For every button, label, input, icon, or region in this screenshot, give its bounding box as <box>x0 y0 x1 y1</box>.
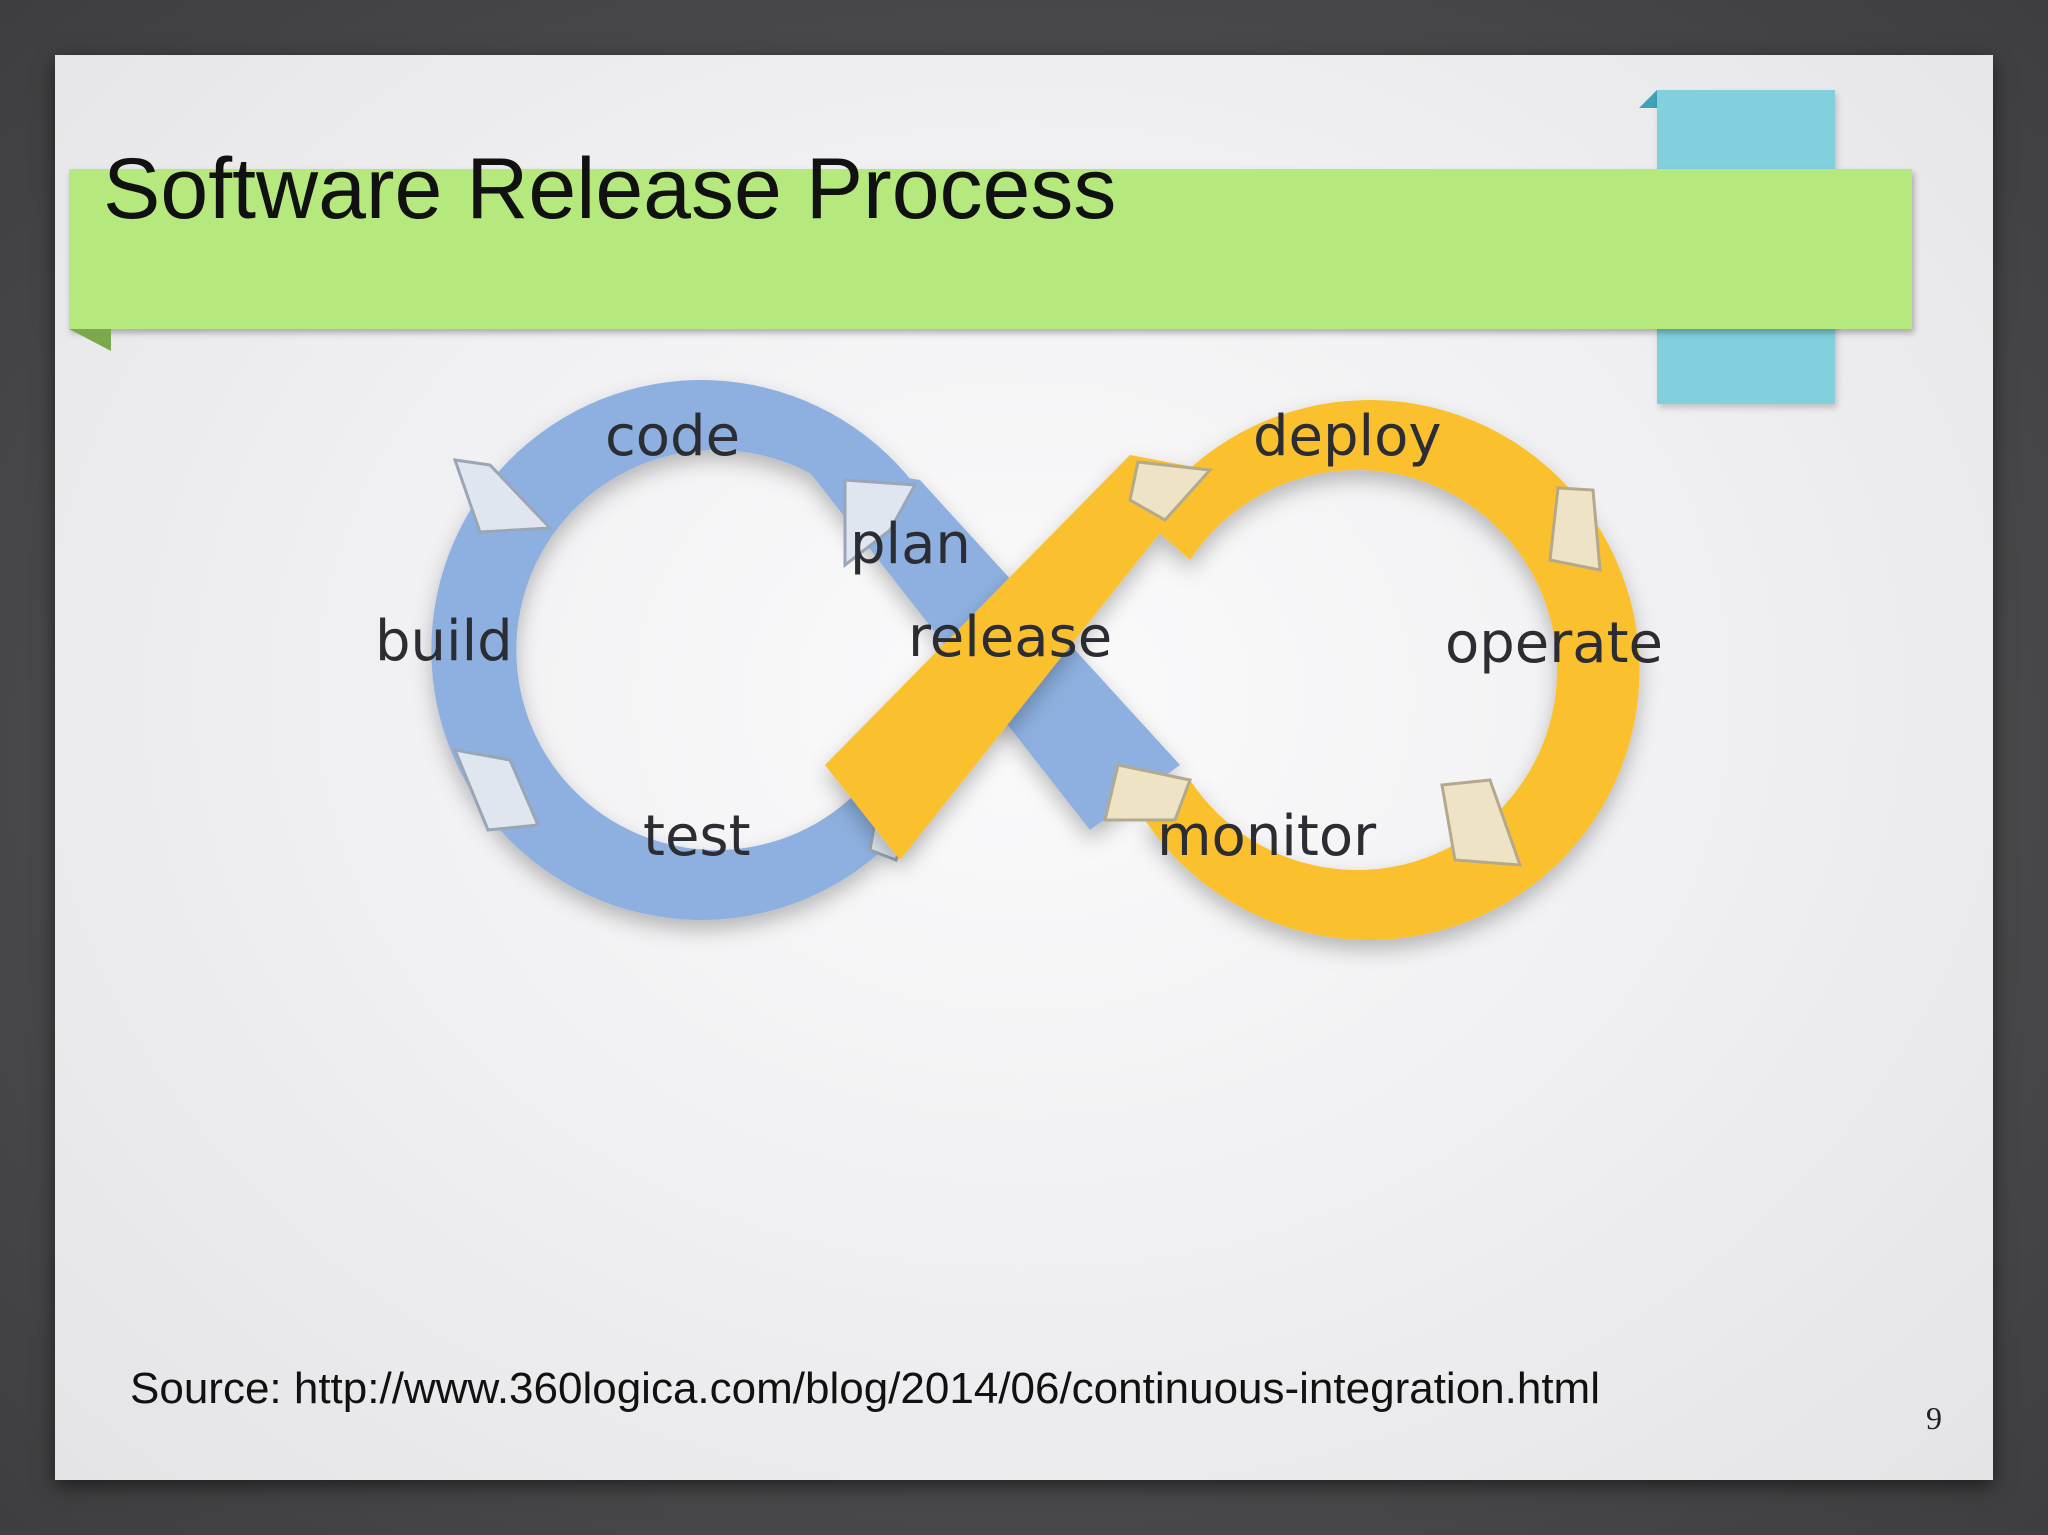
yellow-segment-arrows <box>1103 460 1602 867</box>
label-plan: plan <box>850 512 971 577</box>
arrow-between-operate-and-monitor <box>1440 778 1523 867</box>
title-band <box>69 169 1912 329</box>
arrow-between-plan-and-code <box>843 478 918 569</box>
accent-fold <box>1639 90 1657 108</box>
title-band-fold <box>69 329 111 351</box>
arrow-between-code-and-build <box>452 458 554 534</box>
arrow-between-release-and-deploy <box>1128 460 1214 522</box>
arrow-between-monitor-and-plan <box>1103 763 1193 822</box>
diagram-labels: code plan build test release deploy oper… <box>375 404 1663 869</box>
yellow-ring <box>1145 400 1640 940</box>
arrow-between-deploy-and-operate <box>1548 486 1602 572</box>
devops-infinity-diagram: code plan build test release deploy oper… <box>375 379 1663 940</box>
slide <box>55 55 1993 1480</box>
blue-ring <box>431 379 915 920</box>
slide-title: Software Release Process <box>103 141 1117 237</box>
release-crossing-band <box>825 455 1210 860</box>
page-number: 9 <box>1926 1400 1942 1436</box>
source-citation: Source: http://www.360logica.com/blog/20… <box>130 1364 1600 1413</box>
label-deploy: deploy <box>1253 404 1442 469</box>
label-code: code <box>605 404 740 469</box>
label-monitor: monitor <box>1157 804 1377 869</box>
label-build: build <box>375 609 513 674</box>
arrow-between-build-and-test <box>452 748 541 832</box>
label-release: release <box>908 605 1112 670</box>
label-operate: operate <box>1445 611 1663 676</box>
right-loop <box>825 400 1640 940</box>
label-test: test <box>643 804 751 869</box>
